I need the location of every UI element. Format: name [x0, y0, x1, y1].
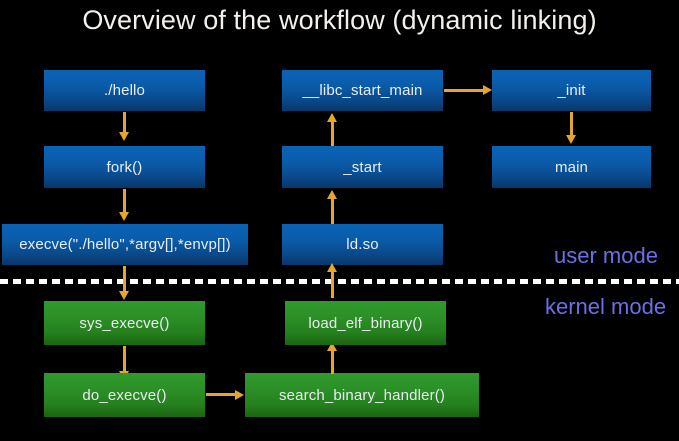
node-main[interactable]: main — [492, 146, 651, 188]
arrowhead-hello-to-fork-icon — [119, 132, 129, 141]
arrow-libc-to-init — [444, 89, 486, 92]
node-execve-label: execve("./hello",*argv[],*envp[]) — [19, 236, 231, 253]
arrow-init-to-main — [570, 112, 573, 137]
arrowhead-execve-to-sys-execve-icon — [119, 291, 129, 300]
arrowhead-ldso-to-start-icon — [327, 190, 337, 199]
node-execve[interactable]: execve("./hello",*argv[],*envp[]) — [2, 224, 248, 265]
node-search-binary-handler-label: search_binary_handler() — [278, 386, 446, 404]
node-main-label: main — [554, 158, 589, 176]
user-kernel-divider — [0, 279, 679, 284]
arrowhead-start-to-libc-icon — [327, 113, 337, 122]
page-title: Overview of the workflow (dynamic linkin… — [82, 5, 597, 35]
arrow-hello-to-fork — [123, 112, 126, 134]
arrowhead-fork-to-execve-icon — [119, 212, 129, 221]
arrow-search-to-load-elf-binary — [331, 348, 334, 374]
kernel-mode-label: kernel mode — [545, 294, 667, 319]
user-mode-label: user mode — [554, 243, 658, 268]
arrowhead-search-to-load-elf-binary-icon — [327, 342, 337, 351]
node-libc-start-main-label: __libc_start_main — [302, 82, 423, 99]
node-fork[interactable]: fork() — [44, 146, 205, 188]
node-fork-label: fork() — [106, 158, 143, 176]
node-sys-execve-label: sys_execve() — [79, 314, 170, 332]
node-do-execve-label: do_execve() — [82, 386, 167, 404]
node-hello-label: ./hello — [103, 82, 146, 99]
node-load-elf-binary-label: load_elf_binary() — [308, 314, 423, 332]
arrowhead-do-execve-to-search-icon — [235, 390, 244, 400]
arrowhead-libc-to-init-icon — [483, 85, 492, 95]
node-libc-start-main[interactable]: __libc_start_main — [282, 70, 443, 111]
node-search-binary-handler[interactable]: search_binary_handler() — [245, 373, 479, 417]
arrow-execve-to-sys-execve — [123, 266, 126, 293]
arrow-do-execve-to-search-binary-handler — [206, 393, 239, 396]
node-load-elf-binary[interactable]: load_elf_binary() — [285, 301, 446, 345]
node-init-label: _init — [557, 82, 586, 99]
node-hello[interactable]: ./hello — [44, 70, 205, 111]
arrow-start-to-libc — [331, 121, 334, 147]
arrowhead-init-to-main-icon — [566, 135, 576, 144]
node-ld-so[interactable]: ld.so — [282, 224, 443, 265]
arrow-loadelf-to-ldso — [331, 268, 334, 298]
arrow-fork-to-execve — [123, 189, 126, 214]
node-init[interactable]: _init — [492, 70, 651, 111]
node-start-label: _start — [343, 158, 382, 176]
arrow-sys-execve-to-do-execve — [123, 346, 126, 374]
node-do-execve[interactable]: do_execve() — [44, 373, 205, 417]
arrowhead-loadelf-to-ldso-icon — [327, 263, 337, 272]
node-ld-so-label: ld.so — [346, 236, 379, 253]
node-sys-execve[interactable]: sys_execve() — [44, 301, 205, 345]
node-start[interactable]: _start — [282, 146, 443, 188]
arrow-ldso-to-start — [331, 198, 334, 225]
